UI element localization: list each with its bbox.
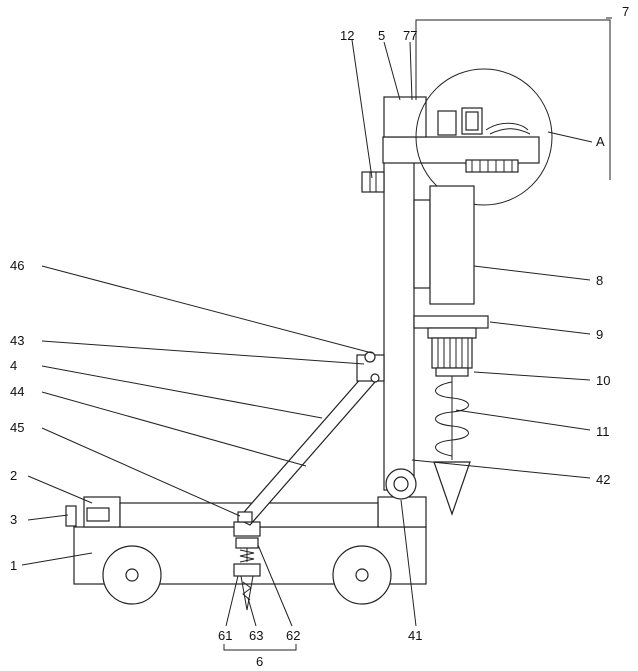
flange [413, 315, 489, 329]
label-4: 4 [10, 358, 17, 373]
label-a: A [596, 134, 605, 149]
reference-numerals: 12 5 77 7 A 8 9 10 11 42 41 46 43 4 44 4… [10, 4, 629, 669]
top-head [361, 96, 540, 193]
label-44: 44 [10, 384, 24, 399]
auger [433, 376, 471, 516]
label-8: 8 [596, 273, 603, 288]
anchor-assembly [233, 521, 261, 611]
label-9: 9 [596, 327, 603, 342]
label-1: 1 [10, 558, 17, 573]
label-5: 5 [378, 28, 385, 43]
label-45: 45 [10, 420, 24, 435]
vertical-column [356, 159, 417, 500]
label-77: 77 [403, 28, 417, 43]
label-41: 41 [408, 628, 422, 643]
label-63: 63 [249, 628, 263, 643]
label-2: 2 [10, 468, 17, 483]
right-wheel [332, 545, 392, 605]
label-7: 7 [622, 4, 629, 19]
label-10: 10 [596, 373, 610, 388]
label-46: 46 [10, 258, 24, 273]
motor-housing [413, 185, 475, 305]
label-11: 11 [596, 424, 610, 439]
label-42: 42 [596, 472, 610, 487]
label-12: 12 [340, 28, 354, 43]
label-6: 6 [256, 654, 263, 669]
coupling [427, 327, 477, 377]
leader-lines [21, 17, 612, 651]
label-62: 62 [286, 628, 300, 643]
label-61: 61 [218, 628, 232, 643]
label-43: 43 [10, 333, 24, 348]
detail-circle-a [415, 68, 553, 206]
left-wheel [102, 545, 162, 605]
support-strut [237, 367, 383, 526]
label-3: 3 [10, 512, 17, 527]
